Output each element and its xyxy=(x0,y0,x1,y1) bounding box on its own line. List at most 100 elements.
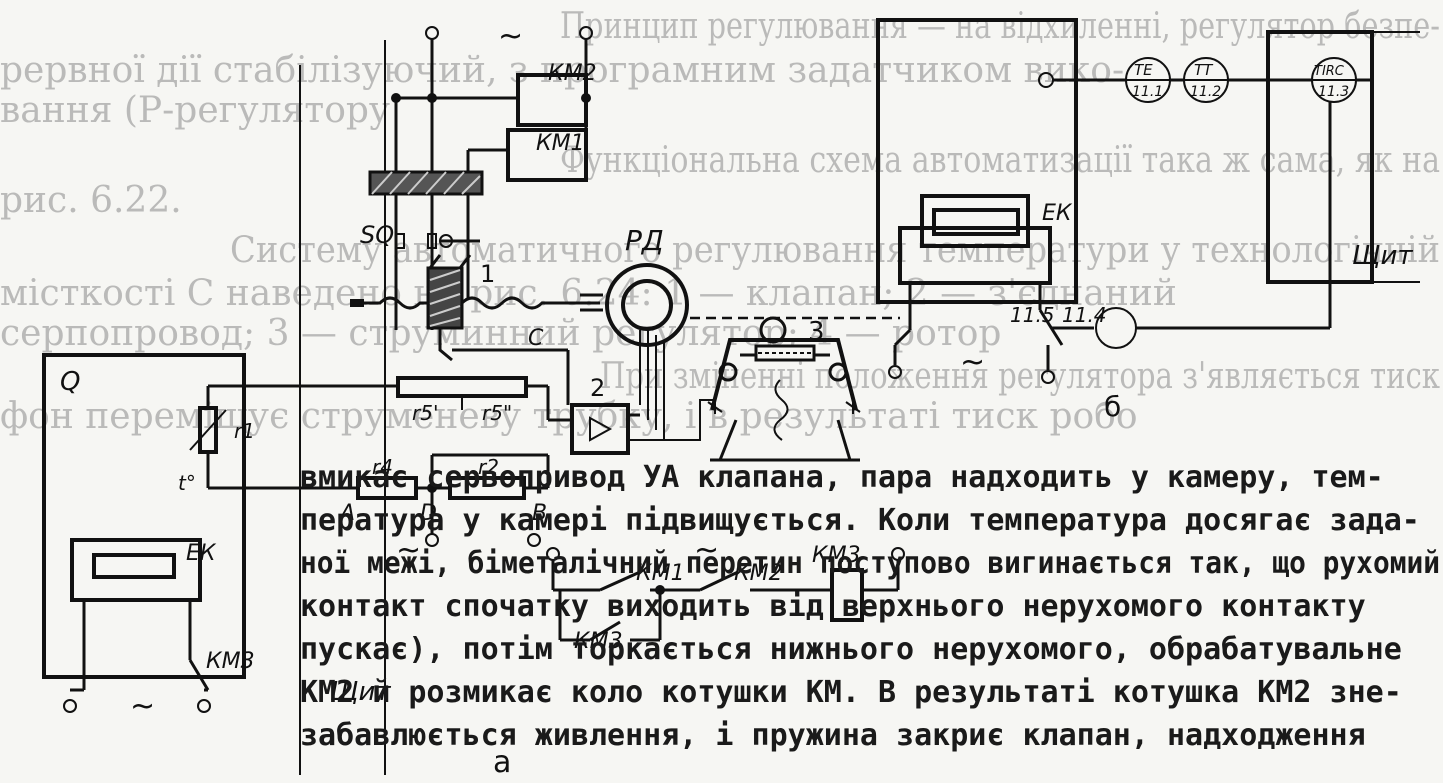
resistor-r5b-label: r5" xyxy=(482,401,512,425)
km3-hold-contact xyxy=(589,620,621,642)
actuator-leg xyxy=(718,419,852,461)
node-c-label: C xyxy=(528,326,544,351)
chamber-q xyxy=(42,353,246,679)
ghost-line: рервної дії стабілізуючий, з програмним … xyxy=(0,50,1124,91)
heater-ek-b-housing xyxy=(920,194,1030,248)
instrument-tirc-label: TIRC xyxy=(1314,64,1345,79)
actuator-pivot xyxy=(718,362,738,382)
chamber-q-label: Q xyxy=(60,367,80,397)
resistor-r1-arrow xyxy=(189,409,227,451)
figure-label-a: а xyxy=(493,745,511,780)
node-b-label: B xyxy=(532,501,547,526)
km2-contact-label: КМ2 xyxy=(734,561,783,586)
panel-label-b: Щит xyxy=(1352,241,1413,271)
ac-symbol-control: ~ xyxy=(694,533,719,568)
resistor-r4-label: r4 xyxy=(372,455,393,479)
sq-contact xyxy=(427,233,437,249)
ghost-text-layer: Принцип регулювання — на відхиленні, рег… xyxy=(0,6,1440,437)
sq-label: SQ xyxy=(360,221,394,249)
chamber-b xyxy=(876,18,1078,304)
km2-coil-label: КМ2 xyxy=(548,61,597,86)
panel-b xyxy=(1266,30,1374,284)
ac-symbol-b: ~ xyxy=(960,345,985,380)
text-line: контакт спочатку виходить від верхнього … xyxy=(300,589,1366,624)
heater-ek-b-element xyxy=(932,208,1020,236)
wire xyxy=(893,328,912,347)
km3-coil xyxy=(830,568,864,622)
wire xyxy=(628,399,716,441)
actuator-top-joint xyxy=(759,316,787,344)
heater-ek-b-label: ЕК xyxy=(1042,201,1073,226)
ghost-line: При зміненні положення регулятора з'явля… xyxy=(600,356,1440,397)
km3-coil-label: КМ3 xyxy=(812,543,861,568)
resistor-r5 xyxy=(396,376,528,398)
terminal-b-left xyxy=(888,365,902,379)
terminal-a-right xyxy=(197,699,211,713)
ghost-line: рис. 6.22. xyxy=(0,180,182,221)
pressure-sensor-rd-inner xyxy=(621,279,673,331)
wire xyxy=(458,254,472,269)
actuator-mark xyxy=(707,400,861,414)
ghost-line: Функціональна схема автоматизації така ж… xyxy=(560,140,1440,181)
text-line: вмикає сервопривод УА клапана, пара надх… xyxy=(300,460,1384,495)
ghost-line: вання (Р-регулятору xyxy=(0,90,390,131)
junction xyxy=(427,93,437,103)
terminal-strip-hatch xyxy=(371,171,481,195)
km1-contact xyxy=(599,570,641,592)
terminal-d xyxy=(425,533,439,547)
resistor-r1-label: r1 xyxy=(234,419,255,443)
ghost-line: Принцип регулювання — на відхиленні, рег… xyxy=(560,6,1440,47)
km2-contact xyxy=(699,570,739,592)
terminal-b xyxy=(527,533,541,547)
km3-hold-contact-label: КМ3 xyxy=(574,629,623,654)
ghost-line: Систему автоматичного регулювання темпер… xyxy=(230,230,1440,271)
instrument-tirc-number: 11.3 xyxy=(1318,84,1349,100)
text-line: пускає), потім торкається нижнього нерух… xyxy=(300,632,1402,667)
instrument-tt-number: 11.2 xyxy=(1190,84,1221,100)
km1-coil-label: КМ1 xyxy=(536,131,585,156)
heater-ek-label: ЕК xyxy=(186,541,217,566)
km1-contact-label: КМ1 xyxy=(636,561,685,586)
text-line: ної межі, біметалічний перетин поступово… xyxy=(300,546,1440,581)
text-line: пература у камері підвищується. Коли тем… xyxy=(300,503,1420,538)
contact-11-5-label: 11.5 xyxy=(1010,303,1055,327)
text-line: забавлюється живлення, і пружина закриє … xyxy=(300,718,1366,753)
diagram-b: TE 11.1 TT 11.2 TIRC 11.3 Щит ЕК 11.5 ~ xyxy=(876,18,1420,423)
amplifier-symbol xyxy=(589,416,613,442)
terminal-a-left xyxy=(63,699,77,713)
label-1: 1 xyxy=(480,260,495,288)
actuator-spring xyxy=(773,379,789,441)
wire xyxy=(438,328,453,362)
instrument-te-label: TE xyxy=(1134,61,1153,79)
text-block: вмикає сервопривод УА клапана, пара надх… xyxy=(300,460,1440,753)
label-3: 3 xyxy=(808,317,825,347)
ac-symbol-bridge: ~ xyxy=(396,533,421,568)
terminal-top-left xyxy=(425,26,439,40)
resistor-r5a-label: r5' xyxy=(412,401,438,425)
heater-ek-outer xyxy=(70,538,202,602)
resistor-r2-label: r2 xyxy=(478,455,499,479)
instrument-tt-label: TT xyxy=(1194,61,1214,79)
sq-contact xyxy=(395,233,405,249)
figure-label-b: б xyxy=(1104,390,1121,423)
label-2: 2 xyxy=(590,374,605,402)
sensing-element-hatch xyxy=(429,269,461,327)
ac-symbol-bottom-left: ~ xyxy=(130,689,155,724)
contact-11-5 xyxy=(1038,309,1064,346)
instrument-te-number: 11.1 xyxy=(1132,84,1163,100)
heater-ek-b-outer xyxy=(898,226,1052,285)
panel-label-a: Щит xyxy=(330,677,391,707)
temperature-label: t° xyxy=(178,471,196,495)
node-a-label: A xyxy=(338,501,355,526)
actuator-pivot xyxy=(828,362,848,382)
pipe-end xyxy=(350,299,364,307)
amplifier-2 xyxy=(570,403,630,455)
km3-contact-label: КМ3 xyxy=(206,649,255,674)
text-line: КМ2 й розмикає коло котушки КМ. В резуль… xyxy=(300,675,1402,710)
actuator-plate xyxy=(754,344,816,362)
terminal-b-right xyxy=(1041,370,1055,384)
rd-label: РД xyxy=(625,224,664,257)
actuator-11-4-label: 11.4 xyxy=(1062,303,1107,327)
